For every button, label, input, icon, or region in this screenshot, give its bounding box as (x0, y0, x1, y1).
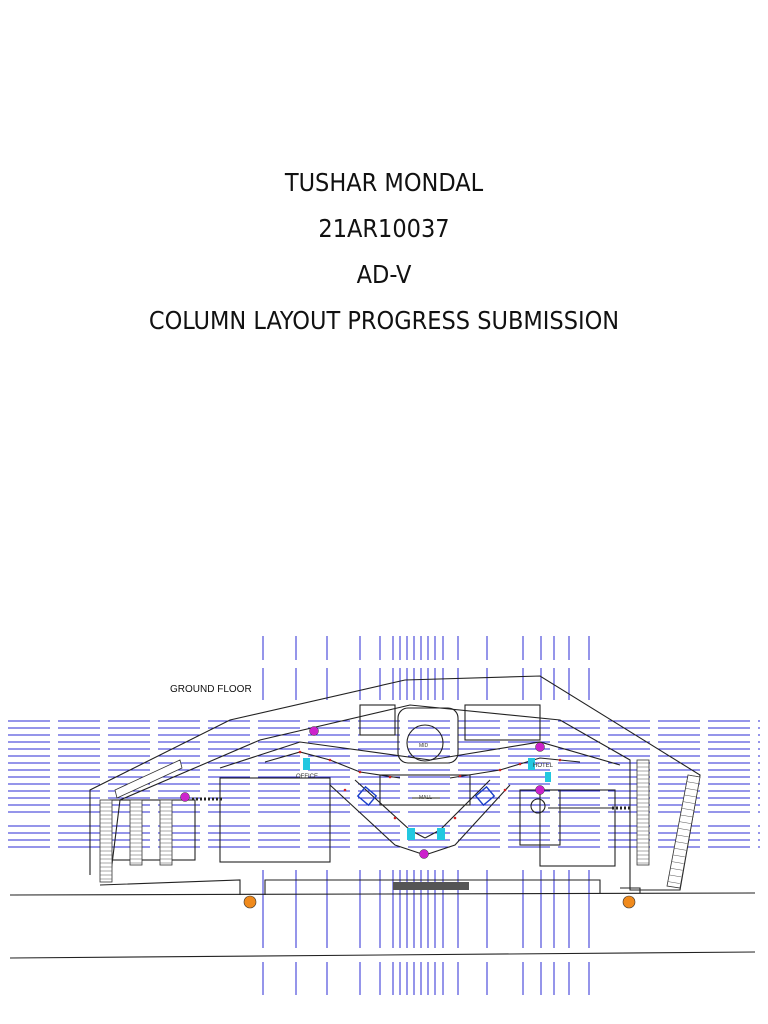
label-mall: MALL (419, 795, 432, 801)
north-block-left (359, 704, 396, 736)
dashed-walls (192, 797, 632, 810)
label-office: OFFICE (296, 774, 318, 780)
lift-right-arm (437, 828, 445, 840)
road-edge-lower (9, 951, 756, 959)
hatch-line (672, 854, 685, 858)
hatch-line (667, 881, 680, 884)
outer-boundary (89, 675, 701, 891)
circulation-cores (303, 758, 551, 840)
entrance-canopy (393, 882, 469, 890)
hatch-line (679, 821, 692, 824)
entry-marker-left (243, 895, 257, 909)
ramps-and-parking (99, 759, 701, 889)
block-right (539, 789, 616, 867)
roll-number: 21AR10037 (318, 214, 450, 243)
course-code: AD-V (356, 260, 412, 289)
stair-left (356, 785, 378, 807)
partition-dot (298, 750, 302, 754)
mid-core (397, 707, 459, 764)
north-block-right (464, 704, 541, 741)
core-markers (180, 726, 545, 859)
arm-right-outer (424, 784, 511, 856)
arm-right-inner (424, 779, 491, 839)
entry-marker-right (622, 895, 636, 909)
lift-office (303, 758, 310, 770)
ground-floor-plan: GROUND FLOOR MID OFFICE HOTEL MALL (8, 636, 760, 995)
block-left (219, 777, 331, 863)
parking-strip-4 (636, 759, 650, 866)
hatch-line (686, 781, 699, 784)
partition-dot (498, 768, 502, 772)
mall-core (379, 774, 471, 806)
title-block: TUSHAR MONDAL 21AR10037 AD-V COLUMN LAYO… (0, 160, 768, 344)
parking-strip-3 (159, 799, 173, 866)
stair-blocks (356, 785, 496, 807)
entry-markers (243, 895, 636, 909)
column-grid-horizontal (8, 720, 760, 848)
core-marker-west (180, 792, 190, 802)
lift-hotel (528, 758, 535, 770)
road-edge-upper (9, 892, 756, 896)
label-mid: MID (419, 743, 429, 749)
ramp-left (114, 759, 183, 799)
partition-dot (388, 775, 392, 779)
label-hotel: HOTEL (533, 763, 554, 769)
submission-title: COLUMN LAYOUT PROGRESS SUBMISSION (148, 306, 620, 335)
hatch-line (677, 828, 690, 831)
hatch-line (671, 861, 684, 864)
lift-east (545, 772, 551, 782)
partition-dot (458, 774, 462, 778)
hatch-line (684, 794, 697, 798)
parking-strip-2 (129, 799, 143, 866)
partition-dot (358, 770, 362, 774)
core-marker-north (309, 726, 319, 736)
partition-dot (558, 758, 562, 762)
partition-dot (393, 816, 397, 820)
lift-left-arm (407, 828, 415, 840)
hatch-line (682, 801, 696, 804)
parking-strip-1 (99, 799, 113, 883)
partition-dot (503, 788, 507, 792)
hatch-line (681, 808, 694, 811)
partition-dot (518, 762, 522, 766)
building-outline (9, 675, 756, 959)
plinth-mid (264, 879, 601, 895)
hatch-line (685, 788, 698, 791)
atrium (406, 724, 444, 762)
plinth-right (620, 887, 641, 893)
arm-left-outer (329, 784, 426, 856)
plinth (99, 879, 241, 895)
hatch-line (680, 814, 693, 818)
west-link (109, 799, 196, 861)
core-marker-northeast (535, 742, 545, 752)
partition-dot (453, 816, 457, 820)
core-marker-south (419, 849, 429, 859)
core-marker-east (535, 785, 545, 795)
hatch-line (675, 841, 688, 844)
floor-label: GROUND FLOOR (170, 684, 252, 695)
hatch-line (687, 774, 701, 778)
hatch-line (676, 834, 689, 838)
partition-dots (298, 750, 562, 820)
stair-right (474, 785, 496, 807)
hatch-line (670, 867, 683, 871)
partition-dot (328, 758, 332, 762)
student-name: TUSHAR MONDAL (284, 168, 484, 197)
east-circle (530, 798, 546, 814)
hatch-line (669, 874, 682, 878)
hatch-line (674, 848, 687, 851)
hatching (100, 762, 701, 884)
partition-dot (343, 788, 347, 792)
